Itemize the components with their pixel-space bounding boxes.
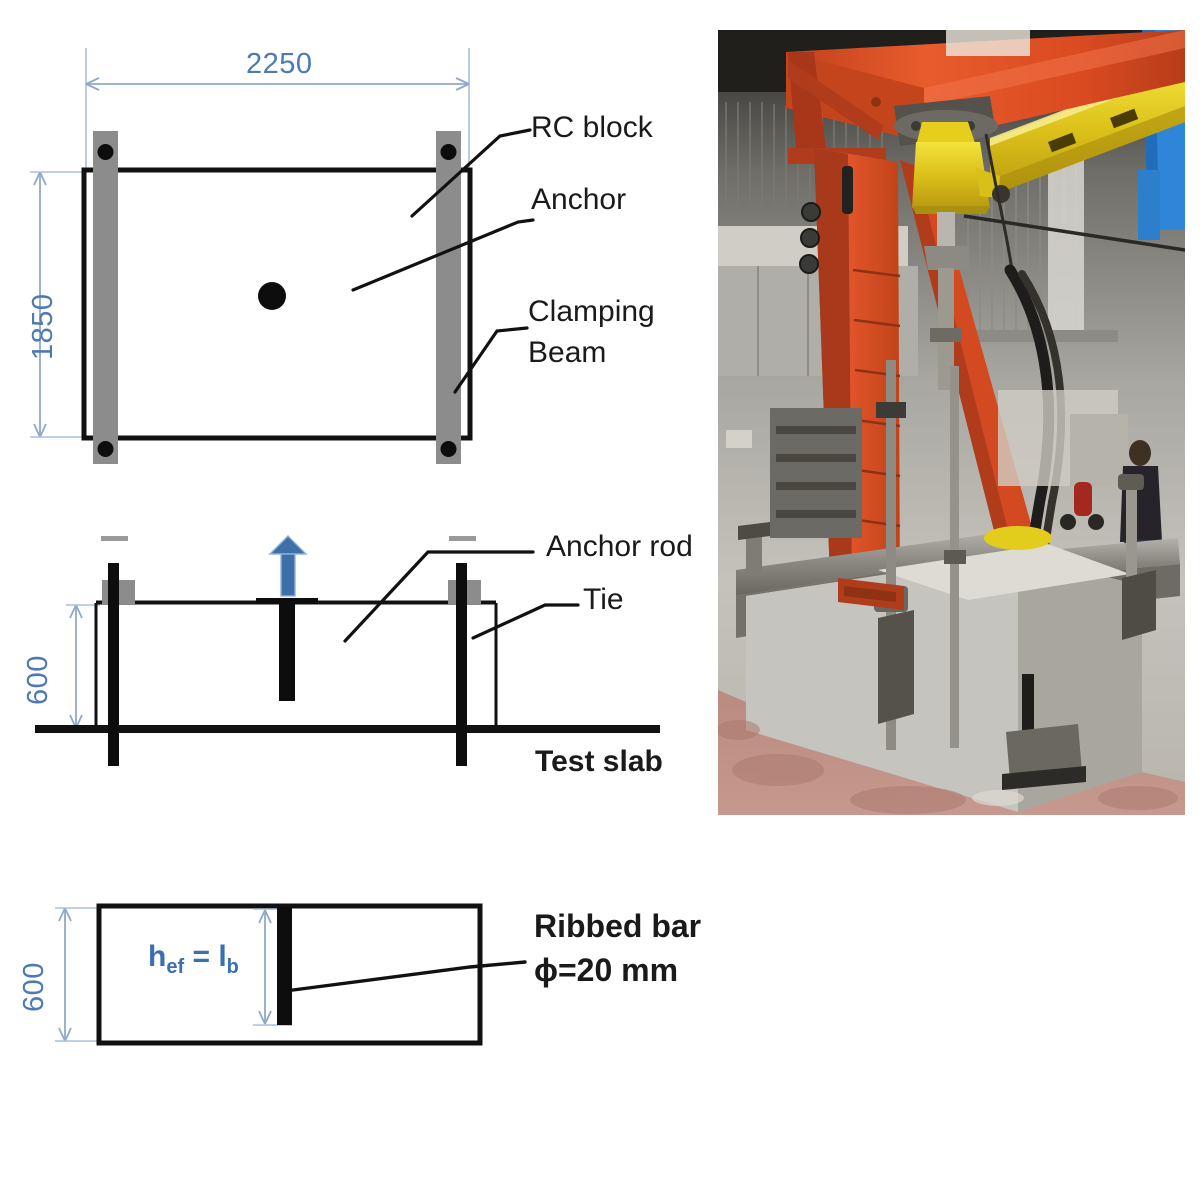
plan-height-dimension-text: 1850: [27, 293, 59, 360]
label-anchor-rod: Anchor rod: [546, 530, 693, 563]
blue-column-flange: [1138, 170, 1160, 240]
hall-rail: [963, 214, 1185, 252]
wall-sign: [726, 430, 752, 448]
cabinet-shelves: [776, 426, 856, 518]
tie-hole-bottom-right: [440, 441, 457, 457]
detail-depth-dimension-line: [55, 907, 100, 1042]
plan-height-dimension-line: [30, 171, 86, 438]
plan-view-graphics: [30, 48, 535, 464]
column-base-shade: [844, 586, 896, 602]
crane-girder-shadow: [990, 106, 1185, 196]
jack-body: [912, 142, 990, 208]
jack-collar: [916, 122, 976, 146]
sensor-cable: [984, 133, 1014, 271]
anchor-dot: [258, 282, 286, 310]
embedment-depth-label: hef = lb: [148, 940, 239, 978]
rig-label-plate: [946, 30, 1030, 56]
clamping-beam-front: [736, 530, 1018, 596]
coupler-block: [924, 246, 970, 270]
yellow-equipment: [984, 526, 1052, 550]
rig-upper-diagonal: [788, 60, 884, 140]
window-tall-right: [1048, 140, 1084, 340]
tie-hole-top-left: [97, 144, 114, 160]
clamping-beam-right: [436, 131, 461, 464]
crane-girder-holes: [1048, 108, 1139, 153]
plan-width-dimension-line: [85, 77, 470, 91]
tie-hole-top-right: [440, 144, 457, 160]
plan-leader-lines: [351, 128, 535, 394]
tie-left: [108, 563, 119, 766]
jack-ram: [937, 212, 955, 250]
detail-leader-line: [291, 960, 527, 992]
tie-hole-bottom-left: [97, 441, 114, 457]
label-tie: Tie: [583, 583, 624, 616]
ribbed-bar: [277, 907, 292, 1025]
corner-clamp-left: [878, 610, 914, 724]
load-arrow-icon: [268, 535, 308, 597]
detail-depth-dimension-text: 600: [18, 962, 50, 1012]
black-handle: [842, 166, 853, 214]
rig-top-beam-highlight: [924, 30, 1185, 106]
label-test-slab: Test slab: [535, 745, 663, 778]
elevation-leader-lines: [343, 550, 580, 643]
label-rc-block: RC block: [531, 111, 653, 144]
elevation-depth-dimension-text: 600: [22, 655, 54, 705]
slab-top-face: [878, 544, 1130, 600]
bg-door: [1070, 414, 1128, 486]
jack-base: [912, 206, 990, 214]
corner-clamp-right: [1122, 570, 1156, 640]
plan-view: 2250 1850 RC block Anchor Clamping Beam: [0, 0, 700, 500]
floor-mottle: [718, 720, 1178, 814]
jack-fitting: [992, 185, 1010, 203]
floor-stand: [1002, 674, 1086, 790]
foreground-fixture: [738, 522, 770, 576]
rig-top-beam-end: [786, 52, 924, 142]
floor-debris: [972, 790, 1024, 806]
tie-right: [456, 563, 467, 766]
gas-trolley: [1060, 482, 1104, 530]
detail-view: 600 hef = lb Ribbed bar ϕ=20 mm: [0, 860, 780, 1100]
detail-view-graphics: [55, 903, 527, 1046]
clamping-beam-left: [93, 131, 118, 464]
elevation-view-graphics: [35, 535, 660, 766]
label-anchor: Anchor: [531, 183, 627, 216]
embedment-dimension-line: [253, 908, 292, 1026]
tie-top-tick-right: [449, 536, 476, 541]
rc-block-section-outline: [94, 601, 498, 729]
anchor-head-plate: [256, 598, 318, 604]
label-ribbed-bar: Ribbed bar: [534, 908, 702, 944]
test-rig-photo: [718, 30, 1185, 815]
dial-gauges: [799, 202, 821, 274]
label-bar-diameter: ϕ=20 mm: [534, 952, 679, 988]
lab-floor: [718, 690, 1185, 815]
test-rig-photo-graphics: [718, 30, 1185, 815]
label-clamping-beam-line1: Clamping: [528, 295, 655, 328]
label-clamping-beam-line2: Beam: [528, 336, 607, 369]
elevation-view: 600 Anchor rod Tie Test slab: [0, 500, 700, 820]
rig-beam-bolt: [871, 97, 881, 107]
tie-top-tick-left: [101, 536, 128, 541]
anchor-rod: [279, 603, 295, 701]
plan-width-dimension-text: 2250: [246, 48, 313, 80]
rod-nut: [930, 328, 962, 342]
